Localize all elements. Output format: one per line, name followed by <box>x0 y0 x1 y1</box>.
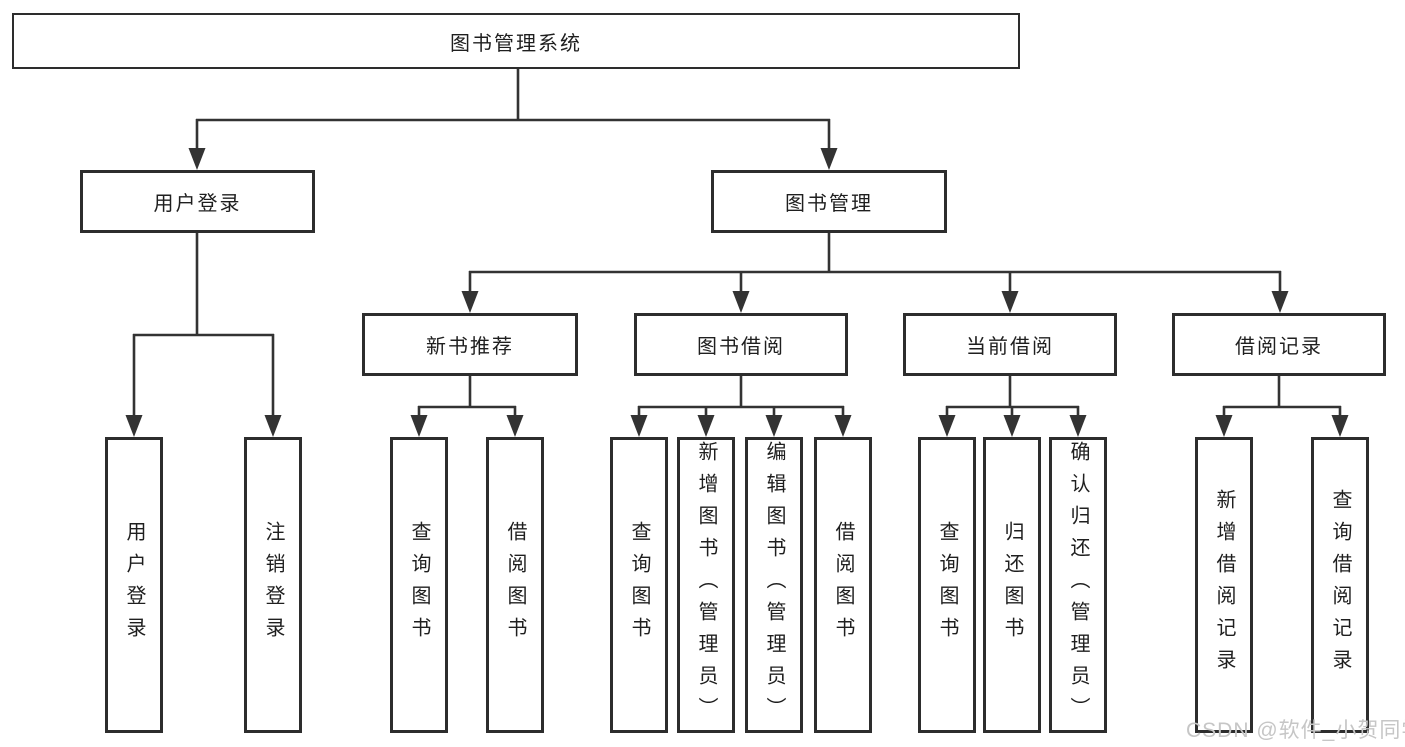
leaf-label: 借阅图书 <box>832 521 854 649</box>
leaf-logout: 注销登录 <box>244 437 302 733</box>
node-label: 当前借阅 <box>966 336 1054 358</box>
leaf-label: 查询借阅记录 <box>1329 489 1351 681</box>
leaf-label: 用户登录 <box>123 521 145 649</box>
node-book-borrow: 图书借阅 <box>634 313 848 376</box>
node-book-management: 图书管理 <box>711 170 947 233</box>
leaf-label: 新增借阅记录 <box>1213 489 1235 681</box>
node-library-system: 图书管理系统 <box>12 13 1020 69</box>
leaf-label: 注销登录 <box>262 521 284 649</box>
node-user-login: 用户登录 <box>80 170 315 233</box>
csdn-watermark: CSDN @软件_小贺同学 <box>1186 719 1405 742</box>
node-borrow-records: 借阅记录 <box>1172 313 1386 376</box>
node-label: 用户登录 <box>153 193 242 215</box>
leaf-label: 借阅图书 <box>504 521 526 649</box>
leaf-label: 确认归还（管理员） <box>1067 441 1089 729</box>
leaf-borrow-books-recommend: 借阅图书 <box>486 437 544 733</box>
leaf-query-borrow-record: 查询借阅记录 <box>1311 437 1369 733</box>
leaf-confirm-return-admin: 确认归还（管理员） <box>1049 437 1107 733</box>
node-label: 图书管理系统 <box>450 32 582 55</box>
leaf-add-books-admin: 新增图书（管理员） <box>677 437 735 733</box>
leaf-user-login: 用户登录 <box>105 437 163 733</box>
node-label: 图书借阅 <box>697 336 785 358</box>
leaf-label: 新增图书（管理员） <box>695 441 717 729</box>
leaf-query-books-borrow: 查询图书 <box>610 437 668 733</box>
node-label: 图书管理 <box>785 193 873 215</box>
leaf-label: 查询图书 <box>628 521 650 649</box>
leaf-label: 编辑图书（管理员） <box>763 441 785 729</box>
leaf-borrow-books: 借阅图书 <box>814 437 872 733</box>
node-new-book-recommend: 新书推荐 <box>362 313 578 376</box>
leaf-query-books-current: 查询图书 <box>918 437 976 733</box>
leaf-edit-books-admin: 编辑图书（管理员） <box>745 437 803 733</box>
leaf-label: 查询图书 <box>408 521 430 649</box>
leaf-add-borrow-record: 新增借阅记录 <box>1195 437 1253 733</box>
leaf-query-books-recommend: 查询图书 <box>390 437 448 733</box>
node-label: 借阅记录 <box>1235 336 1323 358</box>
node-current-borrow: 当前借阅 <box>903 313 1117 376</box>
node-label: 新书推荐 <box>426 336 514 358</box>
leaf-return-books: 归还图书 <box>983 437 1041 733</box>
leaf-label: 查询图书 <box>936 521 958 649</box>
leaf-label: 归还图书 <box>1001 521 1023 649</box>
